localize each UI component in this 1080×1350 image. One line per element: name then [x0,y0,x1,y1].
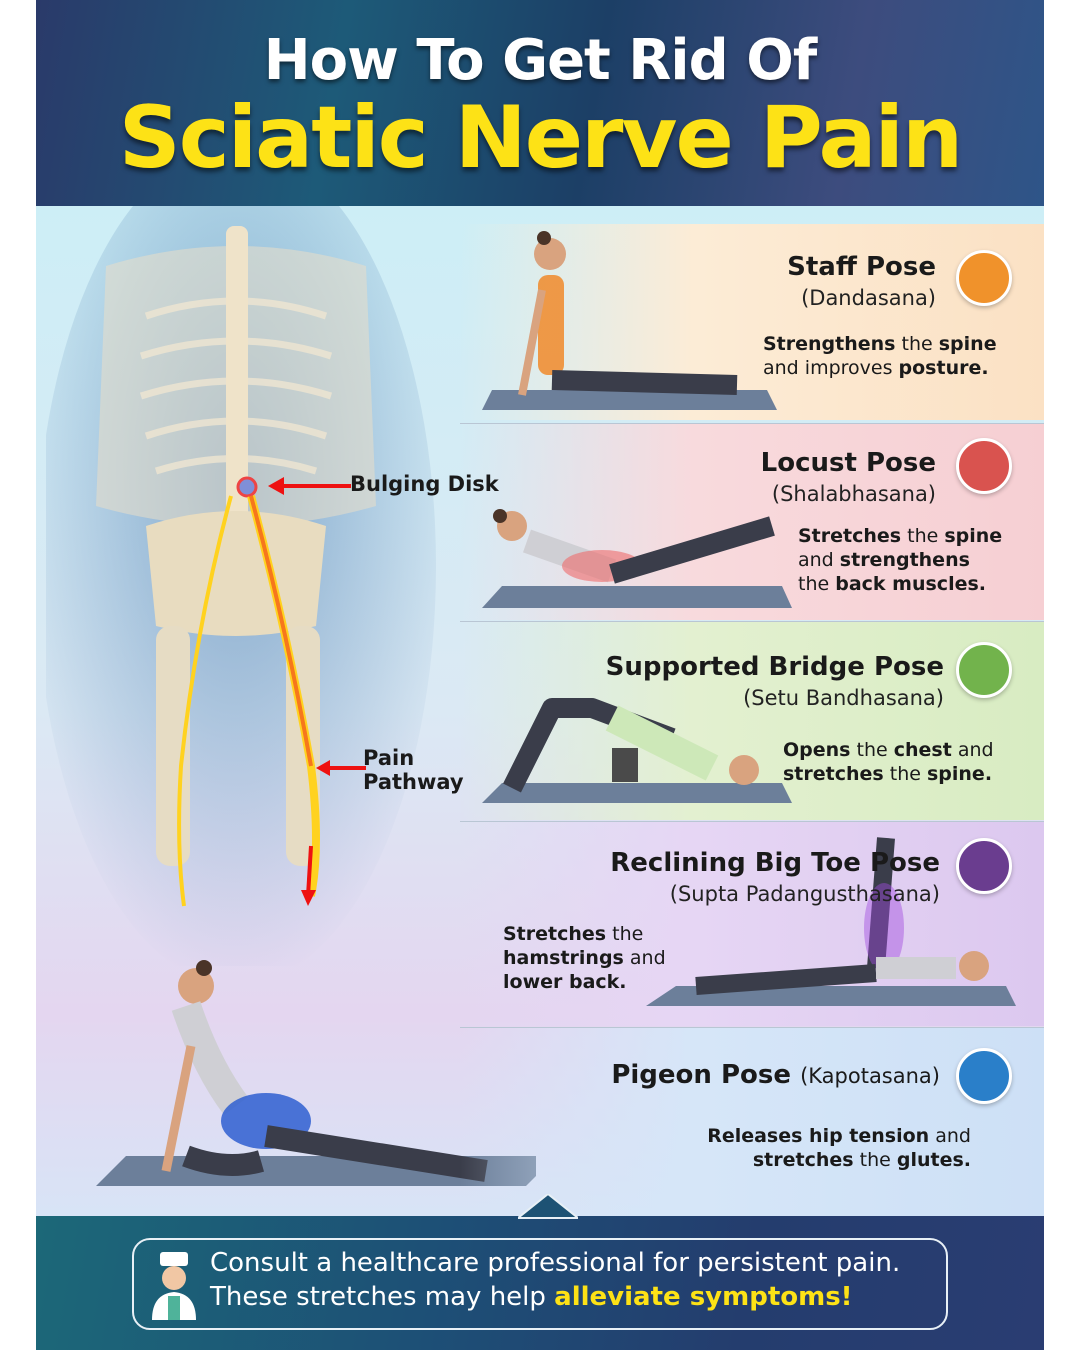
pose-name: Locust Pose [760,448,936,478]
divider [460,821,1044,822]
text-segment: and [623,947,666,969]
prone-lift-icon [956,438,1012,494]
pose-description: Opens the chest and stretches the spine. [783,738,994,786]
pigeon-pose-illustration [96,960,536,1186]
pain-pathway-label-line2: Pathway [363,770,464,794]
text-segment: Strengthens [763,333,896,355]
text-segment: lower back. [503,971,627,993]
divider [460,423,1044,424]
text-segment: and [951,739,994,761]
text-segment: stretches [752,1149,854,1171]
text-segment: spine. [926,763,993,785]
text-segment: spine [938,333,997,355]
bulging-disk-label: Bulging Disk [350,472,499,496]
text-segment: the [853,1149,897,1171]
skeleton-illustration [46,206,436,966]
text-segment: and [929,1125,971,1147]
pose-name: Pigeon Pose (Kapotasana) [611,1060,940,1090]
main-content: Bulging Disk Pain Pathway [36,206,1044,1216]
text-segment: posture. [898,357,989,379]
text-segment: and improves [763,357,899,379]
infographic: How To Get Rid Of Sciatic Nerve Pain [36,0,1044,1350]
text-segment: spine [944,525,1003,547]
pain-pathway-label-line1: Pain [363,746,415,770]
text-segment: the [901,525,945,547]
pose-sanskrit-name: (Supta Padangusthasana) [669,882,940,906]
text-segment: the [850,739,894,761]
disclaimer-line-2: These stretches may help alleviate sympt… [210,1282,853,1312]
kneeling-stretch-icon [956,1048,1012,1104]
pose-name: Supported Bridge Pose [605,652,944,682]
pose-sanskrit-name: (Setu Bandhasana) [743,686,944,710]
text-segment: hamstrings [503,947,624,969]
text-segment: (Kapotasana) [800,1064,940,1088]
reclining-big-toe-pose-illustration [646,837,1016,1006]
text-segment: These stretches may help [210,1282,555,1312]
text-segment: and [798,549,840,571]
bridge-icon [956,642,1012,698]
text-segment: Releases hip tension [707,1125,930,1147]
locust-pose-illustration [482,509,792,608]
text-segment: the [883,763,927,785]
pose-sanskrit-name: (Dandasana) [801,286,936,310]
header: How To Get Rid Of Sciatic Nerve Pain [36,0,1044,206]
disclaimer-line-1: Consult a healthcare professional for pe… [210,1248,901,1278]
text-segment: the [798,573,836,595]
pose-description: Strengthens the spine and improves postur… [763,332,997,380]
text-segment: stretches [783,763,884,785]
text-segment: strengthens [839,549,970,571]
text-segment: the [606,923,644,945]
title-line-2: Sciatic Nerve Pain [118,88,963,188]
text-segment: Pigeon Pose [611,1060,791,1090]
disclaimer-callout: Consult a healthcare professional for pe… [132,1238,948,1330]
staff-pose-illustration [482,231,777,410]
pose-sanskrit-name: (Shalabhasana) [771,482,936,506]
doctor-icon [152,1252,196,1320]
divider [460,1027,1044,1028]
leg-raise-icon [956,838,1012,894]
text-segment: Opens [783,739,851,761]
bridge-pose-illustration [482,698,792,803]
pose-description: Releases hip tension and stretches the gl… [705,1124,971,1172]
sitting-person-icon [956,250,1012,306]
pose-panel-pigeon [460,1028,1044,1216]
text-segment: chest [893,739,952,761]
text-segment: back muscles. [835,573,986,595]
text-segment: the [895,333,939,355]
pose-name: Reclining Big Toe Pose [610,848,940,878]
divider [460,621,1044,622]
title-line-1: How To Get Rid Of [263,28,817,93]
text-segment: alleviate symptoms! [554,1282,853,1312]
text-segment: glutes. [896,1149,971,1171]
text-segment: Stretches [798,525,902,547]
footer: Consult a healthcare professional for pe… [36,1194,1044,1350]
callout-notch [518,1194,578,1219]
pose-name: Staff Pose [787,252,936,282]
text-segment: Stretches [503,923,607,945]
